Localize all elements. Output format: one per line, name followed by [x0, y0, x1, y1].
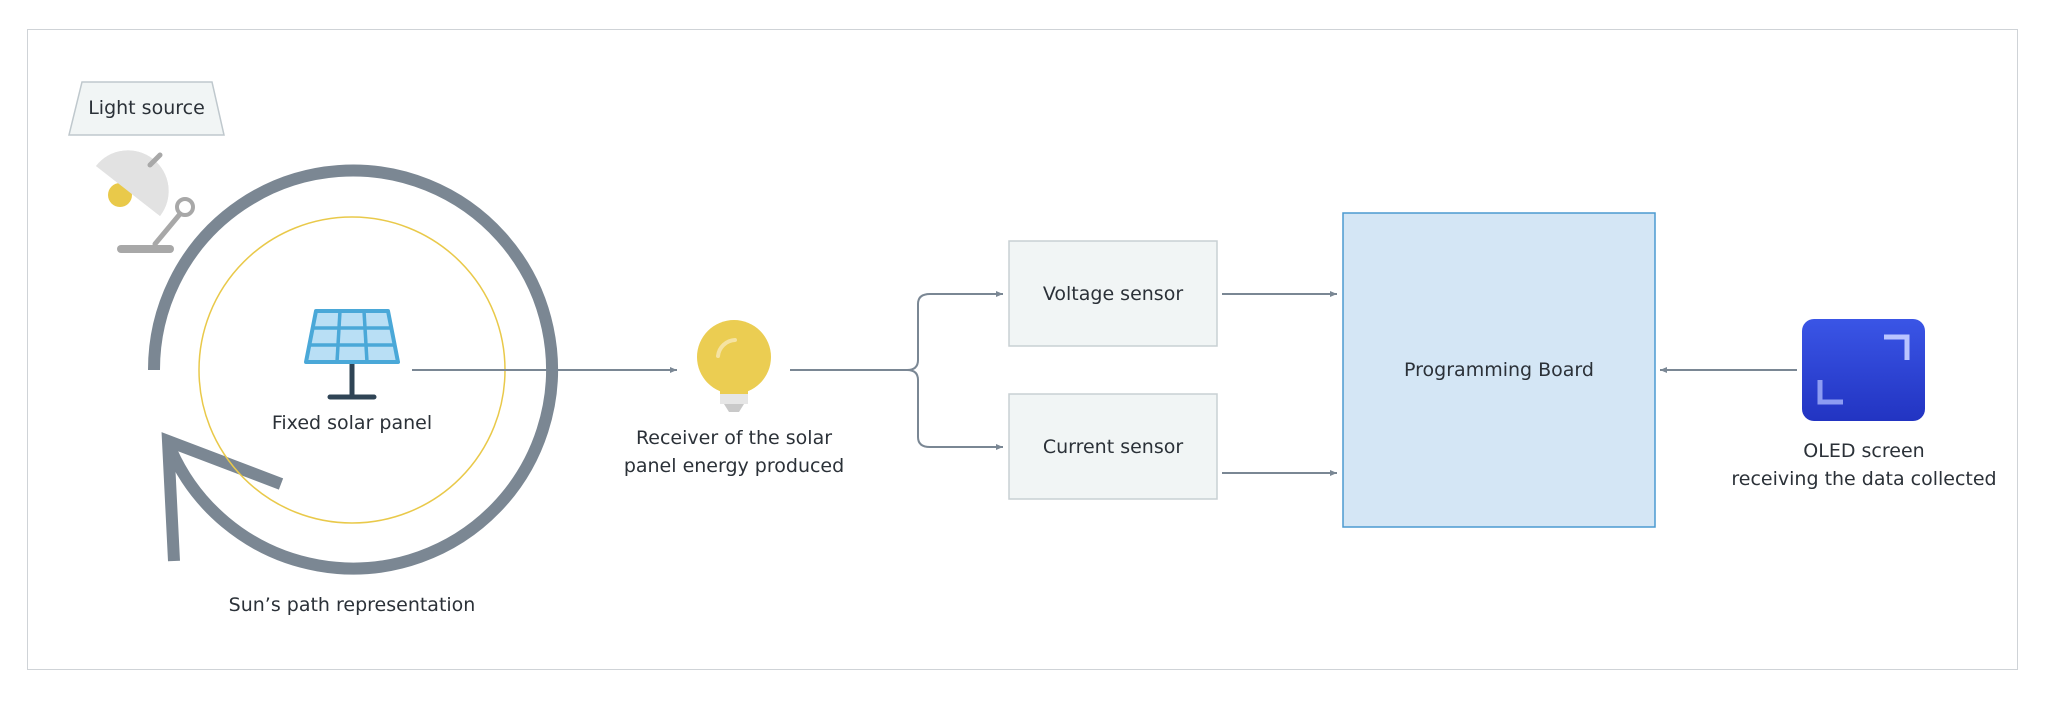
oled-label-line1: OLED screen: [1803, 440, 1925, 462]
receiver-label-line2: panel energy produced: [623, 455, 845, 477]
connector-receiver-branch: [790, 291, 1003, 371]
sun-path-label: Sun’s path representation: [228, 594, 476, 616]
connector-receiver-to-current: [906, 369, 1003, 450]
voltage-sensor-box: [1008, 240, 1218, 347]
current-sensor-label: Current sensor: [1042, 435, 1184, 458]
sun-path-arc: [148, 164, 558, 575]
voltage-sensor-label: Voltage sensor: [1042, 282, 1184, 305]
desk-lamp-icon: [96, 150, 195, 253]
programming-board-box: [1342, 212, 1656, 528]
solar-panel-label: Fixed solar panel: [271, 412, 433, 434]
light-source-tag: [68, 81, 225, 136]
light-source-label: Light source: [88, 97, 205, 119]
receiver-label-line1: Receiver of the solar: [635, 427, 833, 449]
current-sensor-box: [1008, 393, 1218, 500]
light-bulb-icon: [697, 320, 771, 412]
oled-label-line2: receiving the data collected: [1731, 468, 1997, 490]
diagram-frame: [27, 29, 2018, 670]
oled-screen-icon: [1802, 319, 1925, 421]
solar-panel-icon: [304, 309, 400, 400]
programming-board-label: Programming Board: [1404, 359, 1594, 381]
